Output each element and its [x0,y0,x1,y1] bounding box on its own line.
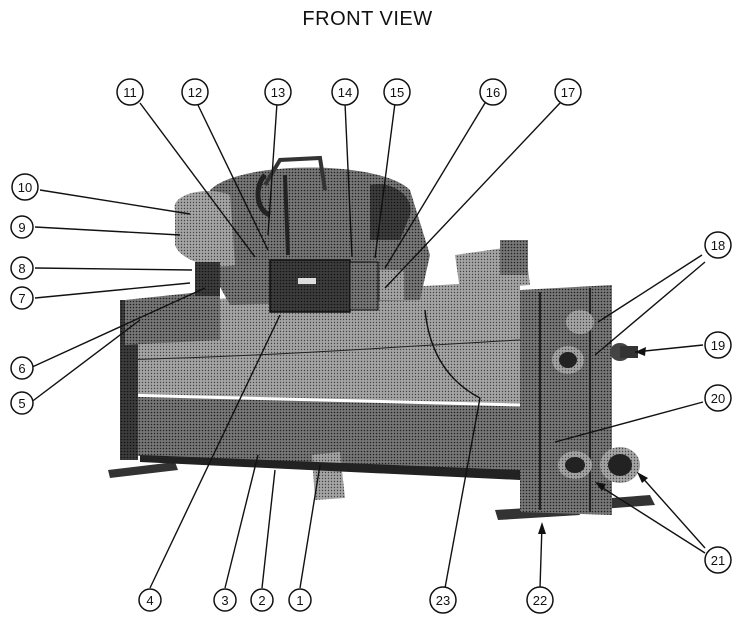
callout-20: 20 [704,384,732,412]
leader-18a [597,254,703,323]
callout-21-label: 21 [711,553,725,568]
callout-20-label: 20 [711,391,725,406]
callout-18: 18 [704,231,732,259]
leader-23 [444,397,481,589]
leader-6 [29,287,206,369]
foot-center [312,452,345,500]
callout-22-label: 22 [533,593,547,608]
callout-13: 13 [264,78,292,106]
callout-3: 3 [213,588,237,612]
callout-12-label: 12 [188,85,202,100]
leader-2 [261,469,276,589]
leader-5 [29,319,141,404]
leader-22 [539,524,543,589]
leader-3 [224,454,259,589]
callout-6: 6 [10,356,34,380]
leader-21a [639,474,706,549]
leader-7 [34,282,191,299]
callout-18-label: 18 [711,238,725,253]
leader-11 [139,102,256,258]
leader-13 [267,102,278,236]
callout-10: 10 [11,173,39,201]
callout-19: 19 [704,331,732,359]
callout-19-label: 19 [711,338,725,353]
leader-8 [34,267,193,271]
callout-22: 22 [526,586,554,614]
waterbox [520,285,612,515]
callouts: 1 2 3 4 5 6 7 8 9 10 11 12 13 14 15 16 1… [10,78,732,614]
callout-7-label: 7 [18,291,25,306]
callout-1-label: 1 [296,593,303,608]
leader-16 [384,102,486,269]
callout-6-label: 6 [18,361,25,376]
callout-4-label: 4 [146,593,153,608]
leader-21b [597,484,706,554]
leader-lines [29,102,706,589]
callout-2: 2 [250,588,274,612]
leader-10 [39,189,191,215]
callout-16-label: 16 [486,85,500,100]
callout-12: 12 [181,78,209,106]
leader-19 [634,344,704,353]
callout-15: 15 [383,78,411,106]
callout-5-label: 5 [18,396,25,411]
callout-9-label: 9 [18,220,25,235]
leader-4 [149,314,281,589]
leader-15 [374,102,396,259]
callout-2-label: 2 [258,593,265,608]
callout-8-label: 8 [18,261,25,276]
leader-18b [594,261,706,356]
leader-14 [344,102,353,258]
callout-17-label: 17 [561,85,575,100]
callout-11-label: 11 [123,85,137,100]
callout-23-label: 23 [436,593,450,608]
leader-9 [34,226,181,236]
foot-left [108,462,178,478]
callout-4: 4 [138,588,162,612]
leader-17 [384,102,561,289]
leader-1 [299,464,321,589]
callout-14-label: 14 [338,85,352,100]
callout-10-label: 10 [18,180,32,195]
leader-23-curve [424,309,481,399]
callout-15-label: 15 [390,85,404,100]
leader-20 [554,401,704,443]
shell-lower [120,395,520,475]
callout-8: 8 [10,256,34,280]
callout-9: 9 [10,215,34,239]
callout-17: 17 [554,78,582,106]
callout-5: 5 [10,391,34,415]
callout-21: 21 [704,546,732,574]
callout-14: 14 [331,78,359,106]
control-panel [269,259,351,313]
callout-7: 7 [10,286,34,310]
callout-11: 11 [116,78,144,106]
chiller-body [108,155,655,520]
callout-3-label: 3 [221,593,228,608]
callout-13-label: 13 [271,85,285,100]
callout-1: 1 [288,588,312,612]
callout-16: 16 [479,78,507,106]
callout-23: 23 [429,586,457,614]
leader-12 [196,102,269,251]
diagram-title: FRONT VIEW [302,8,433,30]
